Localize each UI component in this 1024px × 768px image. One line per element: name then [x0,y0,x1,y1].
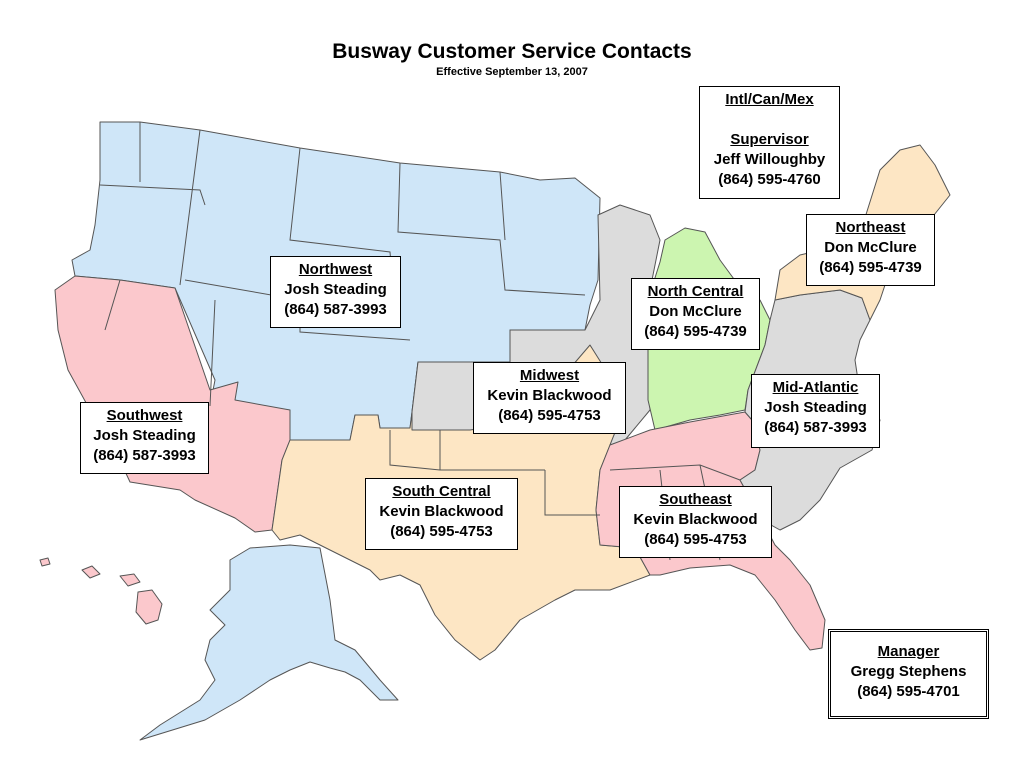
southwest-heading: Southwest [106,407,183,424]
south-central-heading: South Central [392,483,491,500]
intl-phone: (864) 595-4760 [718,171,821,188]
northeast-heading: Northeast [835,219,906,236]
northwest-name: Josh Steading [284,281,387,298]
north-central-name: Don McClure [649,303,742,320]
contact-box-intl: Intl/Can/Mex Supervisor Jeff Willoughby … [699,86,840,199]
contact-box-northwest: Northwest Josh Steading (864) 587-3993 [270,256,401,328]
southeast-name: Kevin Blackwood [633,511,758,528]
region-hawaii-area [39,557,163,625]
northwest-heading: Northwest [298,261,373,278]
map-subtitle: Effective September 13, 2007 [436,66,588,78]
manager-heading: Manager [877,643,940,660]
north-central-phone: (864) 595-4739 [644,323,747,340]
map-title: Busway Customer Service Contacts [332,40,692,63]
southeast-heading: Southeast [659,491,732,508]
southwest-name: Josh Steading [93,427,196,444]
contact-box-southeast: Southeast Kevin Blackwood (864) 595-4753 [619,486,772,558]
northeast-phone: (864) 595-4739 [819,259,922,276]
region-alaska-area [139,544,399,741]
mid-atlantic-phone: (864) 587-3993 [764,419,867,436]
contact-box-northeast: Northeast Don McClure (864) 595-4739 [806,214,935,286]
contact-box-midwest: Midwest Kevin Blackwood (864) 595-4753 [473,362,626,434]
contact-box-mid-atlantic: Mid-Atlantic Josh Steading (864) 587-399… [751,374,880,448]
southwest-phone: (864) 587-3993 [93,447,196,464]
midwest-heading: Midwest [519,367,580,384]
manager-name: Gregg Stephens [850,663,967,680]
northeast-name: Don McClure [824,239,917,256]
southeast-phone: (864) 595-4753 [644,531,747,548]
north-central-heading: North Central [647,283,744,300]
mid-atlantic-name: Josh Steading [764,399,867,416]
south-central-name: Kevin Blackwood [379,503,504,520]
midwest-name: Kevin Blackwood [487,387,612,404]
intl-role: Supervisor [730,131,809,148]
contact-box-southwest: Southwest Josh Steading (864) 587-3993 [80,402,209,474]
intl-heading: Intl/Can/Mex [725,91,814,108]
manager-phone: (864) 595-4701 [857,683,960,700]
contact-box-manager: Manager Gregg Stephens (864) 595-4701 [828,629,989,719]
intl-name: Jeff Willoughby [713,151,826,168]
contact-box-north-central: North Central Don McClure (864) 595-4739 [631,278,760,350]
mid-atlantic-heading: Mid-Atlantic [772,379,859,396]
northwest-phone: (864) 587-3993 [284,301,387,318]
south-central-phone: (864) 595-4753 [390,523,493,540]
contact-box-south-central: South Central Kevin Blackwood (864) 595-… [365,478,518,550]
midwest-phone: (864) 595-4753 [498,407,601,424]
